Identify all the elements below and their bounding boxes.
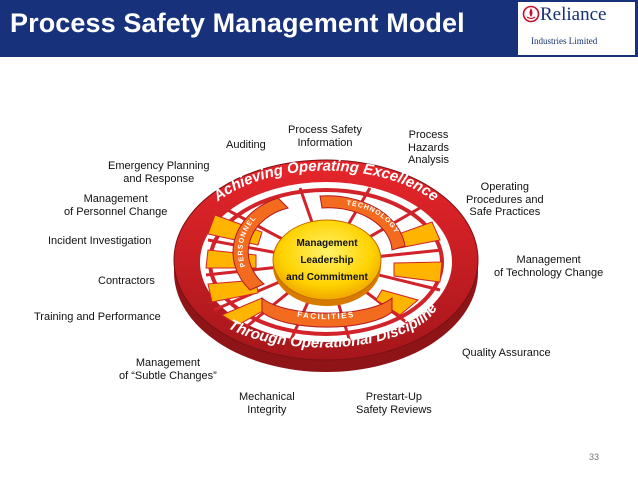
label-management-personnel-change: Management of Personnel Change: [64, 193, 168, 218]
reliance-logo: Reliance Industries Limited: [518, 2, 635, 55]
facilities-text: FACILITIES: [297, 310, 356, 321]
core-line-1: Management: [296, 238, 358, 249]
label-mechanical-integrity: Mechanical Integrity: [239, 391, 295, 416]
label-contractors: Contractors: [98, 275, 155, 287]
label-management-technology-change: Management of Technology Change: [494, 254, 604, 279]
label-operating-procedures: Operating Procedures and Safe Practices: [466, 181, 544, 218]
core-circle: [272, 219, 382, 301]
page-title: Process Safety Management Model: [10, 8, 465, 38]
label-management-subtle-changes: Management of “Subtle Changes”: [119, 357, 217, 382]
core-line-3: and Commitment: [286, 272, 368, 283]
label-training-performance: Training and Performance: [34, 311, 161, 323]
logo-name: Reliance: [540, 4, 607, 25]
facilities-band: [261, 296, 393, 328]
logo-subtitle: Industries Limited: [531, 36, 598, 46]
label-prestart-up-safety-reviews: Prestart-Up Safety Reviews: [356, 391, 432, 416]
reliance-logo-icon: [522, 5, 540, 23]
personnel-band: [232, 197, 289, 291]
label-process-safety-information: Process Safety Information: [288, 124, 362, 149]
core-line-2: Leadership: [300, 255, 353, 266]
technology-band: [319, 195, 406, 251]
header-bar: Process Safety Management Model Reliance…: [0, 0, 638, 57]
page-number: 33: [589, 452, 600, 462]
label-process-hazards-analysis: Process Hazards Analysis: [408, 129, 449, 166]
label-quality-assurance: Quality Assurance: [462, 347, 551, 359]
label-emergency-planning: Emergency Planning and Response: [108, 160, 210, 185]
label-incident-investigation: Incident Investigation: [48, 235, 152, 247]
label-auditing: Auditing: [226, 139, 266, 151]
